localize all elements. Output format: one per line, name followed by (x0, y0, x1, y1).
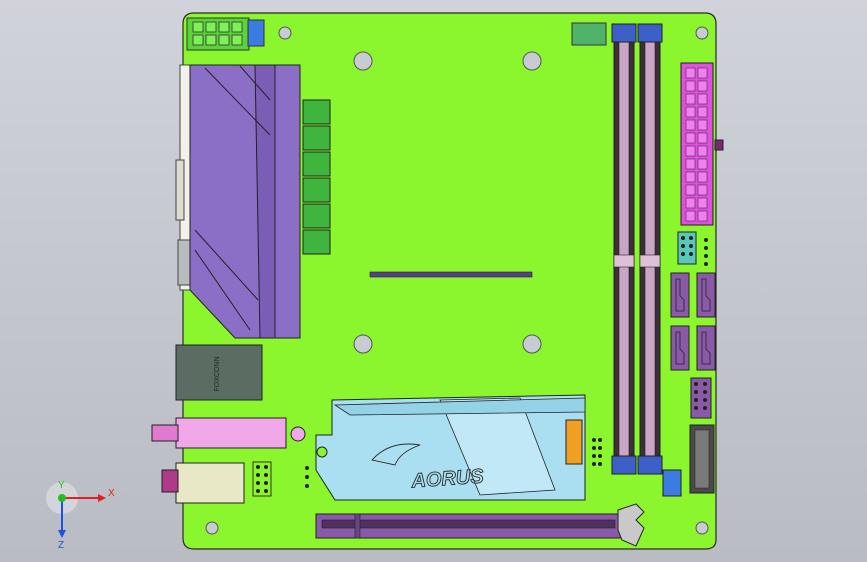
atx-pin (685, 171, 696, 183)
y-axis-label: Y (58, 480, 65, 491)
io-bracket (175, 159, 185, 221)
y-axis-dot (58, 494, 66, 502)
ram-slot-b (637, 23, 663, 475)
atx-power-connector (680, 62, 724, 226)
axis-triad: X Y Z (46, 480, 115, 550)
lan-usb-port: FOXCONN (175, 344, 263, 401)
pcie-slot (315, 503, 645, 547)
atx-pin (697, 67, 708, 79)
atx-pin (697, 80, 708, 92)
port-brand-label: FOXCONN (214, 357, 221, 392)
audio-jacks (161, 462, 245, 504)
fan-header-top (247, 19, 265, 47)
atx-pin (697, 158, 708, 170)
sata-ports (670, 272, 716, 371)
atx-pin (697, 171, 708, 183)
cpu-power-connector (186, 17, 250, 51)
atx-pin (697, 119, 708, 131)
header-pins-right (704, 238, 708, 266)
atx-pin (685, 210, 696, 222)
mounting-holes (205, 26, 709, 535)
fan-header-bottom (662, 469, 682, 497)
usb-header (690, 377, 712, 419)
m2-heatsink: AORUS (315, 394, 586, 501)
header-teal (677, 231, 697, 265)
atx-pin (697, 145, 708, 157)
atx-pin (697, 132, 708, 144)
pin-header-small (305, 466, 309, 488)
atx-pin (697, 210, 708, 222)
atx-pin (685, 119, 696, 131)
m2-connector (565, 419, 583, 465)
vrm-heatsink (189, 64, 301, 339)
atx-pin (685, 132, 696, 144)
x-axis-label: X (108, 488, 115, 499)
front-panel-header (689, 424, 715, 494)
hdmi-port (151, 417, 306, 449)
z-axis-label: Z (58, 540, 64, 550)
atx-pin (697, 106, 708, 118)
atx-pin (685, 80, 696, 92)
socket-edge (369, 271, 533, 278)
atx-pin (685, 158, 696, 170)
ram-slot-a (611, 23, 637, 475)
atx-pin (697, 184, 708, 196)
atx-pin (685, 197, 696, 209)
atx-pin (685, 106, 696, 118)
atx-pin (685, 93, 696, 105)
vrm-chokes (302, 99, 331, 255)
atx-pin (697, 93, 708, 105)
atx-pin (685, 67, 696, 79)
atx-pin (697, 197, 708, 209)
pin-header-left (252, 461, 272, 497)
pin-header-mid (592, 438, 602, 466)
atx-pin (685, 145, 696, 157)
atx-pin (685, 184, 696, 196)
chip-top (571, 22, 607, 46)
